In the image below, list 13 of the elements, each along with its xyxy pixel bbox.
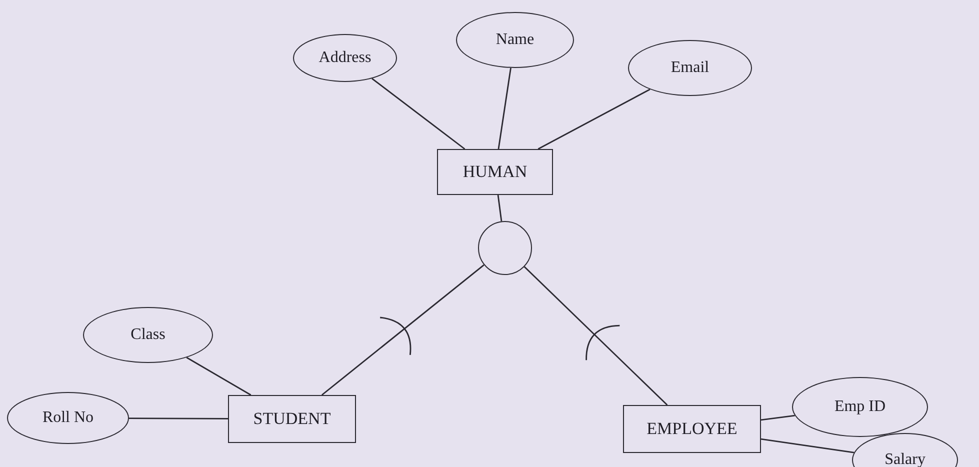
attribute-name: Name (496, 31, 534, 49)
attribute-name: Class (130, 326, 166, 344)
entity-box (437, 149, 553, 195)
attribute-name: Email (670, 59, 710, 77)
specialization-circle (478, 221, 532, 275)
attribute-name: Address (318, 49, 372, 67)
entity-box (228, 395, 356, 443)
entity-name: EMPLOYEE (646, 419, 738, 439)
entity-name: STUDENT (253, 409, 331, 429)
attribute-name: Roll No (42, 409, 94, 427)
entity-name: HUMAN (462, 162, 528, 182)
entity-box (623, 405, 761, 453)
attribute-name: Emp ID (834, 398, 886, 416)
